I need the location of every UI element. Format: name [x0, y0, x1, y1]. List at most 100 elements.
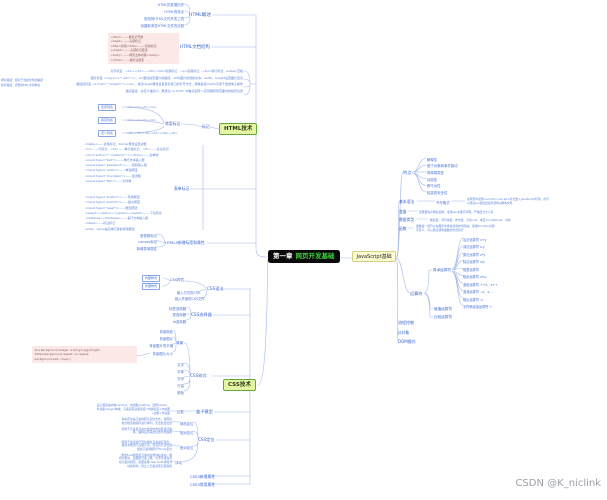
- node-compare-operators[interactable]: 比较运算符: [434, 315, 452, 319]
- node-common-tags[interactable]: 常用标记: [165, 121, 181, 126]
- node-relative-pos[interactable]: 相对定位: [180, 431, 194, 435]
- node-html5-new[interactable]: HTML5新增标签和属性: [165, 240, 205, 245]
- node-js-syntax[interactable]: 基本语法: [399, 199, 415, 204]
- note-form-part1[interactable]: <table>——表格标记，border属性设置边框 <tr>——行标记、<td…: [85, 142, 169, 184]
- note-html-doc-structure[interactable]: <html> ——根标记开始 <head> ——头部标记 <title>标题</…: [108, 33, 179, 64]
- node-css3-common[interactable]: CSS3常用属性: [190, 482, 216, 487]
- note-a-tag[interactable]: 超链接标签 <a href="" target=""></a>，通过target…: [76, 82, 243, 87]
- note-js-syntax[interactable]: 在网页中使用<script></script>标记嵌入JavaScript代码，…: [467, 196, 549, 205]
- note-img-tag[interactable]: 图片标签 <img src="" alt=""/>，src属性指定图片的路径，a…: [90, 75, 243, 80]
- leaf-interpreted[interactable]: 解释性: [427, 157, 438, 162]
- box-dl-list[interactable]: 定义列表: [98, 130, 117, 137]
- node-html-overview[interactable]: HTML概述: [189, 13, 211, 18]
- leaf-bg-repeat[interactable]: 背景图片的平铺: [149, 343, 173, 348]
- leaf-html-history[interactable]: HTML的发展历史: [157, 3, 184, 7]
- code-dl[interactable]: <dl><dt></dt><dd></dd></dl>: [127, 131, 178, 135]
- leaf-op-inc[interactable]: 递增运算符 ++x、x++: [463, 282, 498, 287]
- node-border[interactable]: 边框: [177, 410, 184, 414]
- leaf-cross-platform[interactable]: 跨平台性: [427, 184, 441, 189]
- node-css-styles[interactable]: CSS样式: [190, 373, 207, 378]
- node-js-variable[interactable]: 变量: [399, 209, 407, 214]
- leaf-op-div[interactable]: 除法运算符 x/y: [463, 260, 485, 264]
- leaf-weak-type[interactable]: 简单弱类型: [427, 170, 444, 175]
- node-js-operators[interactable]: 运算符: [410, 291, 423, 296]
- node-js-branch[interactable]: JavaScript基础: [352, 251, 397, 262]
- node-js-datatype[interactable]: 数据类型: [399, 217, 415, 222]
- node-dom-operations[interactable]: DOM操作: [398, 339, 416, 344]
- leaf-embed-css[interactable]: 嵌入方式的CSS: [177, 291, 200, 295]
- node-float[interactable]: 浮动: [175, 461, 182, 465]
- leaf-html-features[interactable]: HTML的特点: [164, 10, 184, 14]
- leaf-html-process[interactable]: 创建和浏览HTML文件的过程: [140, 24, 184, 28]
- node-form-tags[interactable]: 表单标记: [174, 186, 190, 191]
- code-ul[interactable]: <ul><li></li></ul>: [127, 105, 157, 109]
- note-js-datatype[interactable]: 数值型、字符串型、布尔型、空值null、未定义undefined、对象: [430, 217, 511, 222]
- note-absolute-pos[interactable]: 相对于最近的已定位祖先元素进行定位， 脱离文档流不占据空间，若没有已定位的 祖先…: [121, 439, 172, 452]
- box-external-style[interactable]: 外部样式: [142, 283, 161, 290]
- note-bg-code[interactable]: div{background-image: url(img/1.jpg);hei…: [32, 346, 137, 363]
- leaf-op-dec[interactable]: 递减运算符 --x、x--: [463, 290, 492, 294]
- node-css-branch[interactable]: CSS技术: [223, 379, 256, 391]
- node-background[interactable]: 背景: [176, 341, 184, 345]
- note-paths[interactable]: 相对路径：相对于当前文件的路径 绝对路径：完整的URL访问地址: [1, 78, 43, 87]
- leaf-op-neg[interactable]: 取反运算符 -x: [463, 297, 483, 302]
- note-form-part2[interactable]: <input type="button"/>——普通按钮 <input type…: [85, 195, 162, 231]
- node-css3-new[interactable]: CSS3新增属性: [190, 474, 216, 479]
- leaf-bg-image[interactable]: 背景图片: [159, 336, 173, 341]
- note-js-variable[interactable]: 变量要先声明后使用，使用var关键字声明，严格区分大小写: [419, 209, 494, 214]
- leaf-tag-selector[interactable]: 标签选择器: [169, 306, 186, 311]
- node-box-model[interactable]: 盒子模型: [196, 409, 213, 414]
- leaf-html-tools[interactable]: 常用的HTML文件开发工具: [144, 17, 184, 21]
- node-flow-control[interactable]: 流程控制: [398, 320, 414, 325]
- node-js-object[interactable]: js对象: [398, 329, 410, 335]
- node-write-format[interactable]: 书写格式: [436, 200, 450, 205]
- node-html-doc-structure[interactable]: HTML文档结构: [180, 45, 210, 50]
- leaf-text[interactable]: 文字: [177, 362, 184, 367]
- leaf-op-int[interactable]: 取整运算符: [463, 267, 479, 272]
- leaf-bg-color[interactable]: 背景颜色: [159, 329, 173, 334]
- node-absolute-pos[interactable]: 绝对定位: [180, 445, 194, 450]
- code-ol[interactable]: <ol><li></li></ol>: [127, 118, 157, 122]
- node-js-traits[interactable]: 特点: [403, 170, 412, 175]
- leaf-op-mod[interactable]: 取余运算符 x%y: [463, 275, 487, 279]
- leaf-audio-video[interactable]: 音视频标记: [140, 233, 157, 238]
- node-center-topic[interactable]: 第一章 网页开发基础: [268, 250, 340, 263]
- note-anchor-tag[interactable]: 锚点链接：先定义锚点id，再通过<a href="#锚点名称">实现跳转到页面内…: [125, 89, 243, 94]
- leaf-color[interactable]: 颜色: [177, 390, 184, 395]
- leaf-object-event[interactable]: 基于对象和事件驱动: [427, 164, 458, 169]
- leaf-security[interactable]: 较高的安全性: [427, 191, 448, 195]
- node-js-function[interactable]: 函数: [399, 226, 407, 231]
- note-relative-pos[interactable]: 相对于元素自身在文档流中的位置进行偏 移，偏移后原来的位置仍然保留: [121, 426, 172, 435]
- leaf-canvas[interactable]: canvas标记: [138, 240, 157, 244]
- note-float[interactable]: 通过float属性使元素向左或向右浮动，脱 离文档流，后面的元素上移、文字环绕在…: [118, 452, 172, 469]
- leaf-dynamic[interactable]: 动态性: [427, 177, 438, 182]
- box-ul-list[interactable]: 无序列表: [98, 104, 117, 111]
- leaf-op-concat[interactable]: 字符串连接运算符 +: [463, 305, 493, 309]
- leaf-font[interactable]: 字体: [177, 369, 184, 374]
- leaf-fontsize[interactable]: 字号: [177, 376, 184, 381]
- leaf-id-selector[interactable]: id选择器: [172, 319, 186, 324]
- node-css-style-mid[interactable]: CSS样式: [170, 278, 185, 282]
- node-css-position[interactable]: CSS定位: [198, 437, 215, 442]
- leaf-op-add[interactable]: 加法运算符 x+y: [463, 237, 487, 242]
- note-static-pos[interactable]: 静态定位是元素的默认定位方式，按照标 准文档流的顺序进行排列，无法改变位置: [121, 417, 172, 425]
- node-static-pos[interactable]: 静态定位: [180, 421, 194, 426]
- note-text-tags[interactable]: 文字标签：<h1></h1>~<h6></h6>标题标记、<p>段落标记、<br…: [110, 69, 243, 73]
- node-css-selectors[interactable]: CSS选择器: [191, 312, 212, 317]
- leaf-op-sub[interactable]: 减法运算符 x-y: [463, 245, 485, 249]
- leaf-bg-size[interactable]: 背景图片大小: [152, 351, 173, 356]
- node-arith-operators[interactable]: 算术运算符: [433, 268, 451, 272]
- note-js-function[interactable]: 函数是一组可以在程序中重复使用的代码块，使用function关键 字定义，可以通…: [416, 224, 495, 233]
- leaf-class-selector[interactable]: 类选择器: [172, 313, 186, 317]
- node-tags[interactable]: 标记: [202, 124, 210, 129]
- node-html-branch[interactable]: HTML技术: [219, 123, 258, 135]
- leaf-lineheight[interactable]: 行高: [177, 383, 184, 388]
- node-assign-operators[interactable]: 赋值运算符: [434, 307, 452, 311]
- box-ol-list[interactable]: 有序列表: [98, 117, 117, 124]
- leaf-op-mul[interactable]: 乘法运算符 x*y: [463, 252, 486, 257]
- leaf-new-form-attrs[interactable]: 新增表单属性: [136, 246, 157, 251]
- note-box-model[interactable]: 盒子模型由内容content、内边距padding、边框border、外边距ma…: [96, 403, 170, 415]
- leaf-link-css[interactable]: 链入外部的CSS文件: [175, 297, 205, 301]
- box-internal-style[interactable]: 内部样式: [142, 275, 161, 282]
- node-css-syntax[interactable]: CSS语法: [207, 286, 224, 291]
